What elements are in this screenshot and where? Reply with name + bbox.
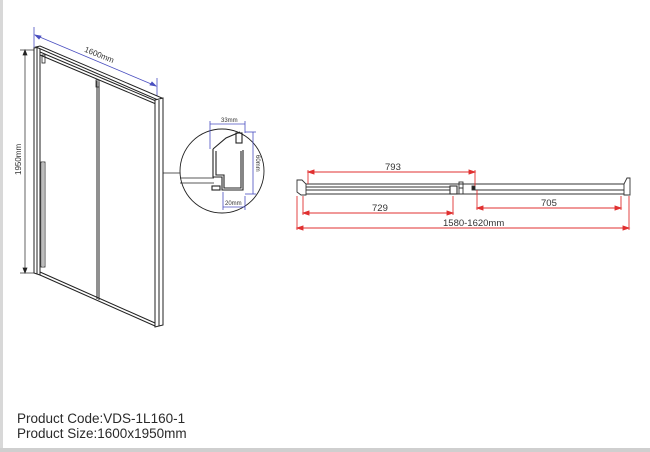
profile-top-width: 33mm: [221, 118, 238, 124]
plan-view: 793 729 705 1580-1620mm: [295, 162, 631, 231]
profile-bottom-width: 20mm: [225, 201, 242, 207]
product-code: Product Code:VDS-1L160-1: [17, 411, 186, 426]
plan-dim-729: 729: [372, 203, 388, 214]
height-dimension: [20, 49, 35, 274]
image-bottom-border: [0, 448, 650, 452]
plan-dim-705: 705: [541, 198, 557, 209]
image-left-border: [0, 0, 3, 452]
width-dimension: [33, 27, 158, 98]
isometric-door-view: 1600mm 1950mm: [14, 27, 180, 328]
height-dim-label: 1950mm: [14, 144, 23, 175]
plan-dim-793: 793: [385, 162, 401, 173]
profile-height: 60mm: [254, 155, 260, 172]
product-size: Product Size:1600x1950mm: [17, 426, 187, 441]
plan-dim-total: 1580-1620mm: [443, 218, 504, 229]
profile-detail-view: 33mm 60mm 20mm: [179, 118, 265, 214]
product-info: Product Code:VDS-1L160-1 Product Size:16…: [17, 411, 187, 441]
